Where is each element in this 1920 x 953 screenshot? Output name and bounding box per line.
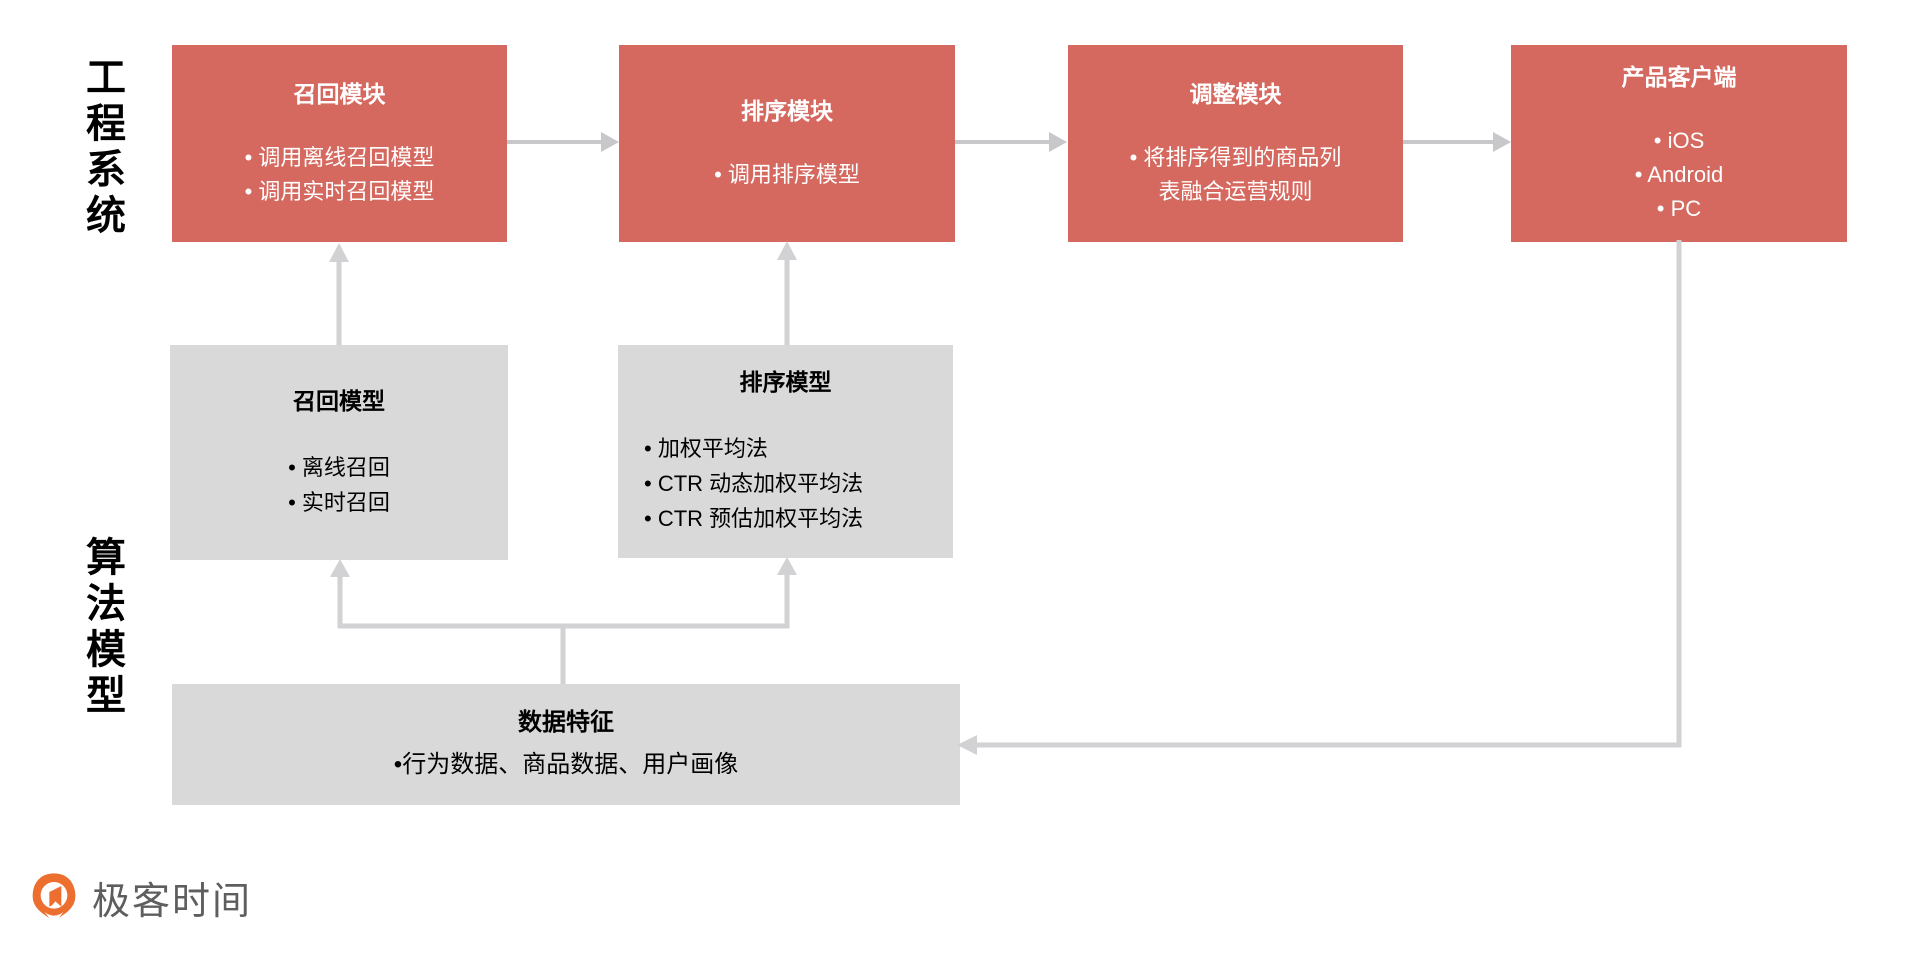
module-ranking-bullet-list: • 调用排序模型 <box>714 158 860 192</box>
model-box-ranking: 排序模型 • 加权平均法 • CTR 动态加权平均法 • CTR 预估加权平均法 <box>618 345 953 558</box>
arrow-recall-to-ranking-module <box>507 132 619 152</box>
model-ranking-bullet-list: • 加权平均法 • CTR 动态加权平均法 • CTR 预估加权平均法 <box>618 431 863 536</box>
data-features-bullet: •行为数据、商品数据、用户画像 <box>393 750 739 778</box>
module-box-product-client: 产品客户端 • iOS • Android • PC <box>1511 45 1847 242</box>
module-client-bullet-list: • iOS • Android • PC <box>1635 124 1723 226</box>
geektime-logo-icon <box>32 872 76 925</box>
bullet-item: • CTR 动态加权平均法 <box>644 471 864 496</box>
data-features-title: 数据特征 <box>518 708 614 736</box>
bullet-item: • CTR 预估加权平均法 <box>644 506 864 531</box>
model-title-recall: 召回模型 <box>293 387 385 414</box>
arrow-adjustment-to-client-module <box>1403 132 1511 152</box>
module-box-recall: 召回模块 • 调用离线召回模型 • 调用实时召回模型 <box>172 45 507 242</box>
module-title-adjustment: 调整模块 <box>1189 80 1282 107</box>
logo: 极客时间 <box>30 870 252 925</box>
model-box-recall: 召回模型 • 离线召回 • 实时召回 <box>170 345 508 560</box>
section-label-engineering-system: 工程系统 <box>80 56 124 240</box>
bullet-item: • 调用实时召回模型 <box>244 178 435 204</box>
model-recall-bullet-list: • 离线召回 • 实时召回 <box>288 450 390 520</box>
model-title-ranking: 排序模型 <box>739 369 832 395</box>
module-title-product-client: 产品客户端 <box>1621 63 1737 90</box>
bullet-item: • 调用离线召回模型 <box>244 144 435 170</box>
logo-text: 极客时间 <box>92 881 253 923</box>
section-label-algorithm-model: 算法模型 <box>80 536 124 720</box>
module-title-recall: 召回模块 <box>293 80 386 107</box>
module-recall-bullet-list: • 调用离线召回模型 • 调用实时召回模型 <box>245 141 435 209</box>
bullet-item: • 将排序得到的商品列 表融合运营规则 <box>1129 144 1342 204</box>
module-box-ranking: 排序模块 • 调用排序模型 <box>619 45 955 242</box>
bullet-item: • 离线召回 <box>288 454 390 480</box>
bullet-item: • 实时召回 <box>288 489 390 515</box>
bullet-item: • PC <box>1656 195 1702 221</box>
connector-data-features-to-models <box>330 557 797 684</box>
bullet-item: • iOS <box>1653 127 1705 153</box>
arrow-ranking-model-to-ranking-module <box>777 241 797 345</box>
arrow-ranking-to-adjustment-module <box>955 132 1067 152</box>
module-box-adjustment: 调整模块 • 将排序得到的商品列 表融合运营规则 <box>1068 45 1403 242</box>
connector-client-to-data-features <box>957 240 1682 755</box>
arrow-recall-model-to-recall-module <box>329 243 349 345</box>
module-adjustment-bullet-list: • 将排序得到的商品列 表融合运营规则 <box>1130 141 1342 209</box>
bullet-item: • Android <box>1634 161 1724 187</box>
module-title-ranking: 排序模块 <box>741 97 833 124</box>
bullet-item: • 调用排序模型 <box>714 161 860 187</box>
data-features-box: 数据特征 •行为数据、商品数据、用户画像 <box>172 684 960 805</box>
bullet-item: • 加权平均法 <box>644 436 768 461</box>
